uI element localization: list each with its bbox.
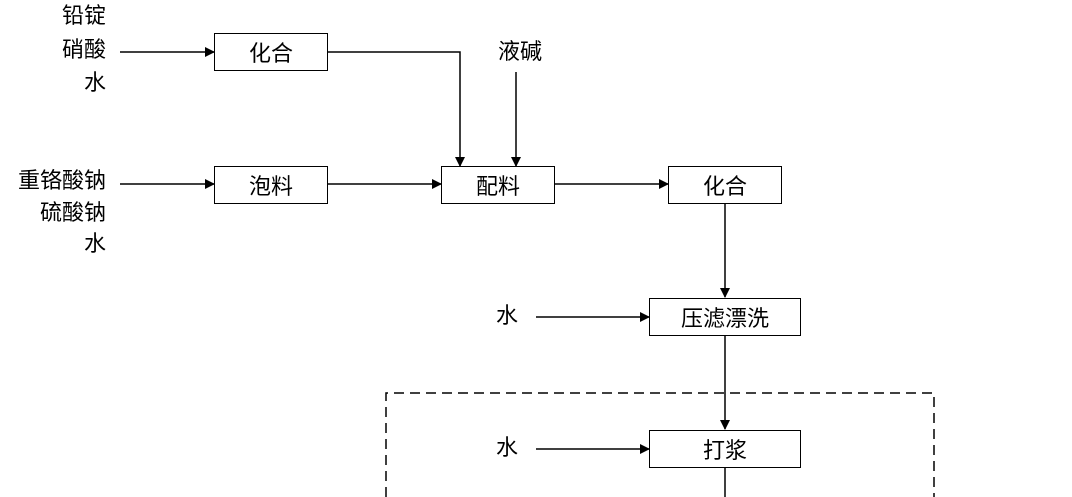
step-combine-2: 化合 bbox=[668, 166, 782, 204]
step-combine-1-label: 化合 bbox=[248, 42, 293, 67]
input-liquid-alkali: 液碱 bbox=[498, 40, 543, 65]
step-mix-label: 配料 bbox=[475, 175, 520, 200]
step-mix: 配料 bbox=[441, 166, 555, 204]
step-combine-1: 化合 bbox=[214, 33, 328, 71]
input-sodium-dichromate: 重铬酸钠 bbox=[17, 169, 106, 194]
input-water-slurry: 水 bbox=[496, 436, 519, 461]
arrow-combine-to-mix bbox=[328, 51, 465, 167]
input-sodium-sulfate: 硫酸钠 bbox=[39, 201, 106, 226]
dashed-boundary bbox=[385, 392, 935, 497]
step-filter-wash-label: 压滤漂洗 bbox=[680, 307, 769, 332]
step-slurry: 打浆 bbox=[649, 430, 801, 468]
input-water-2: 水 bbox=[83, 232, 106, 257]
step-soak-label: 泡料 bbox=[248, 175, 293, 200]
input-water-1: 水 bbox=[83, 71, 106, 96]
step-filter-wash: 压滤漂洗 bbox=[649, 298, 801, 336]
input-nitric-acid: 硝酸 bbox=[61, 38, 106, 63]
step-soak: 泡料 bbox=[214, 166, 328, 204]
input-water-filter: 水 bbox=[496, 304, 519, 329]
step-combine-2-label: 化合 bbox=[702, 175, 747, 200]
step-slurry-label: 打浆 bbox=[702, 439, 747, 464]
input-lead-ingot: 铅锭 bbox=[61, 4, 106, 29]
